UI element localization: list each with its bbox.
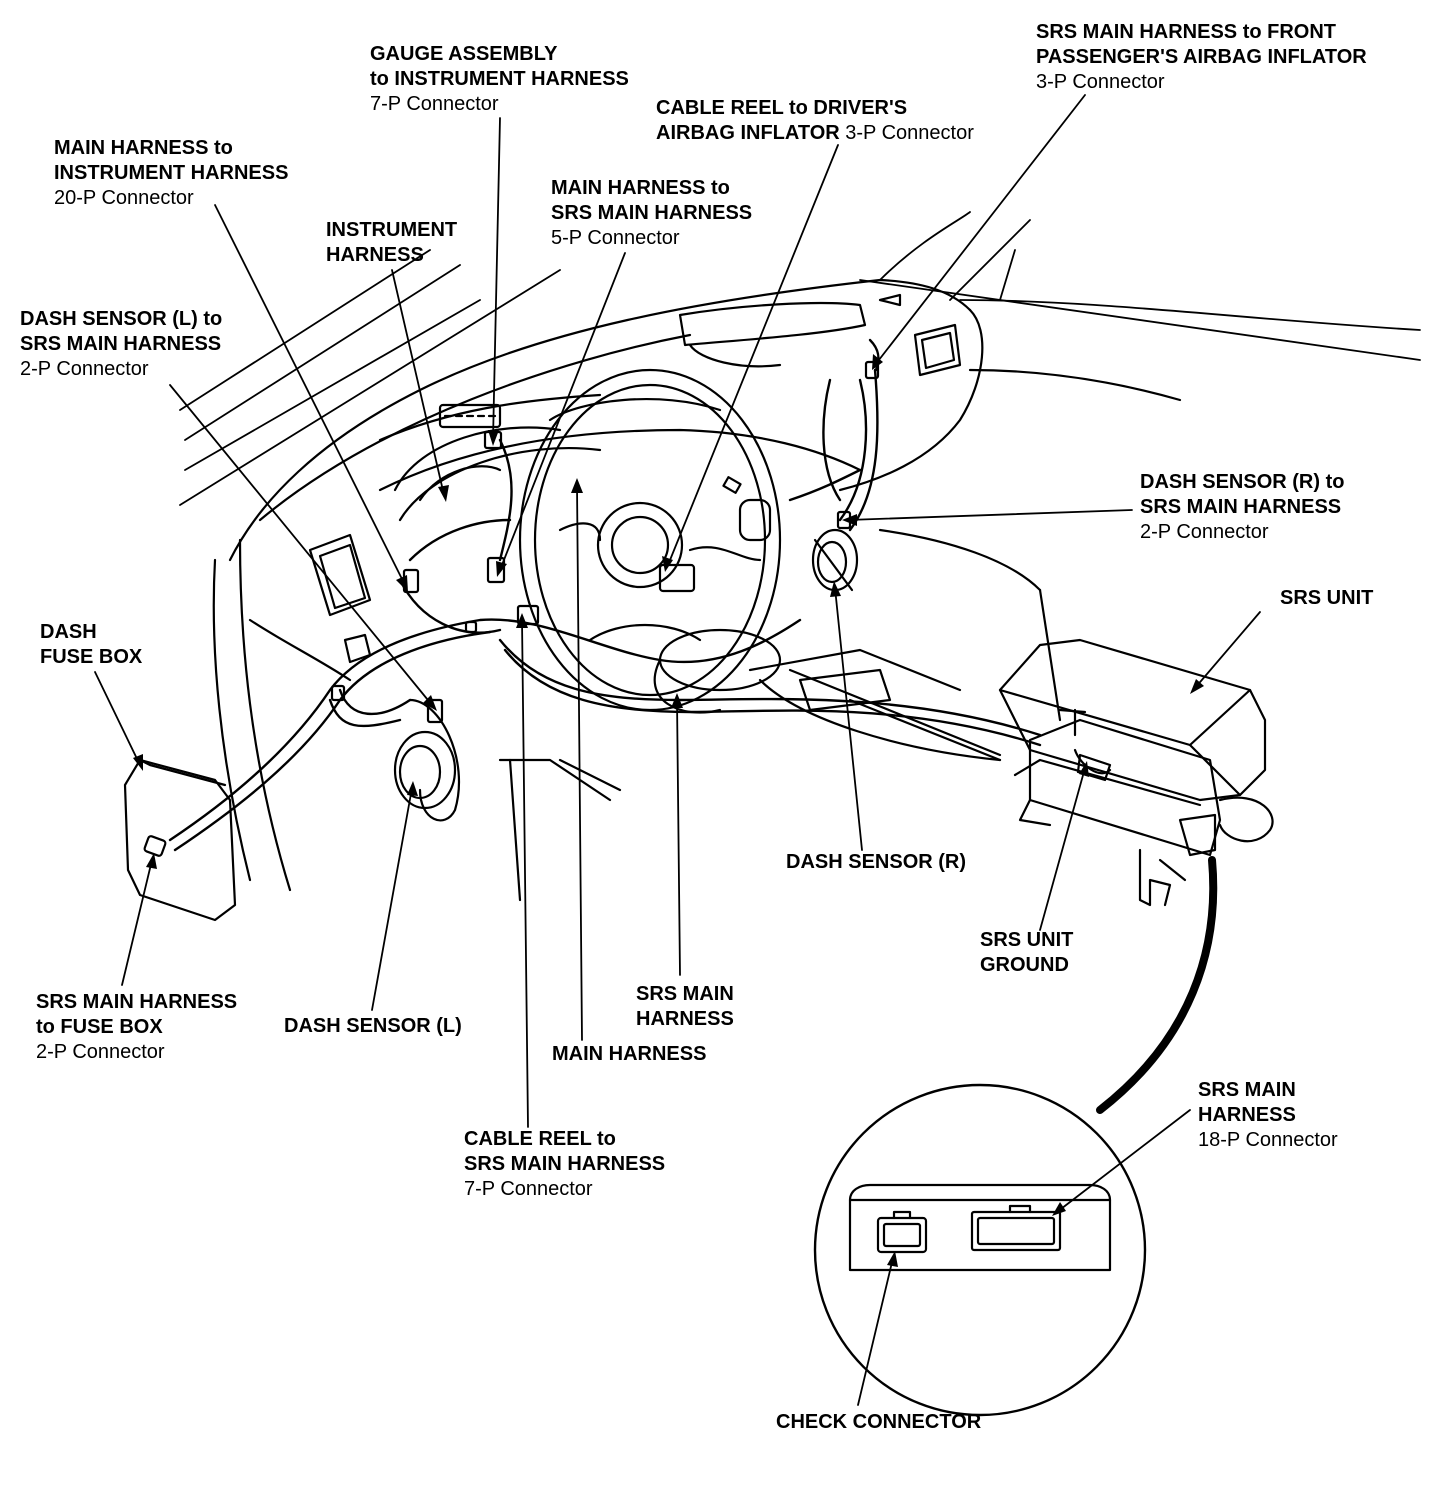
label-line: MAIN HARNESS to	[54, 137, 233, 159]
label-line: SRS MAIN	[1198, 1079, 1296, 1101]
label-dash-sensor-l-connector: DASH SENSOR (L) to SRS MAIN HARNESS 2-P …	[20, 307, 222, 382]
dash-fuse-box	[123, 758, 237, 922]
windshield-lines	[179, 211, 1421, 506]
label-srs-18p-connector: SRS MAIN HARNESS 18-P Connector	[1198, 1078, 1338, 1153]
label-instrument-harness: INSTRUMENT HARNESS	[326, 218, 457, 268]
label-line: to INSTRUMENT HARNESS	[370, 68, 629, 90]
label-line: SRS MAIN HARNESS to FRONT	[1036, 21, 1336, 43]
label-srs-to-fuse-box-connector: SRS MAIN HARNESS to FUSE BOX 2-P Connect…	[36, 990, 237, 1065]
label-line: MAIN HARNESS to	[551, 177, 730, 199]
label-line: SRS MAIN HARNESS	[1140, 496, 1342, 518]
label-line: DASH SENSOR (L) to	[20, 308, 223, 330]
right-vent	[878, 293, 962, 377]
left-vent	[308, 533, 372, 664]
label-line: GROUND	[980, 954, 1069, 976]
connectors	[330, 360, 880, 724]
label-line: SRS UNIT	[980, 929, 1074, 951]
dash-sensor-r	[811, 528, 859, 592]
label-line: PASSENGER'S AIRBAG INFLATOR	[1036, 46, 1367, 68]
label-srs-unit: SRS UNIT	[1280, 586, 1373, 611]
dash-sensor-l	[393, 698, 460, 822]
label-line: HARNESS	[326, 244, 424, 266]
harness-run	[168, 338, 1042, 852]
arrowheads	[133, 354, 1204, 1267]
label-cable-reel-srs-connector: CABLE REEL to SRS MAIN HARNESS 7-P Conne…	[464, 1127, 665, 1202]
label-front-passenger-connector: SRS MAIN HARNESS to FRONT PASSENGER'S AI…	[1036, 20, 1367, 95]
label-line: GAUGE ASSEMBLY	[370, 43, 558, 65]
passenger-airbag-lid	[678, 301, 867, 368]
label-line: HARNESS	[1198, 1104, 1296, 1126]
label-part: AIRBAG INFLATOR	[656, 122, 840, 144]
label-dash-sensor-l: DASH SENSOR (L)	[284, 1014, 462, 1039]
label-cable-reel-driver-connector: CABLE REEL to DRIVER'S AIRBAG INFLATOR 3…	[656, 96, 974, 146]
label-main-harness: MAIN HARNESS	[552, 1042, 706, 1067]
label-gauge-assembly-connector: GAUGE ASSEMBLY to INSTRUMENT HARNESS 7-P…	[370, 42, 629, 117]
label-line: SRS MAIN HARNESS	[551, 202, 753, 224]
label-line: SRS UNIT	[1280, 587, 1374, 609]
label-check-connector: CHECK CONNECTOR	[776, 1410, 981, 1435]
label-line: INSTRUMENT	[326, 219, 458, 241]
label-line: to FUSE BOX	[36, 1016, 163, 1038]
steering-wheel	[518, 368, 782, 712]
label-srs-main-harness: SRS MAIN HARNESS	[636, 982, 734, 1032]
detail-inset	[813, 1083, 1147, 1417]
label-line: SRS MAIN HARNESS	[464, 1153, 666, 1175]
label-line: SRS MAIN	[636, 983, 734, 1005]
label-line: CABLE REEL to DRIVER'S	[656, 97, 908, 119]
label-line: SRS MAIN HARNESS	[20, 333, 222, 355]
label-line: INSTRUMENT HARNESS	[54, 162, 289, 184]
steering-column	[653, 628, 1002, 762]
dashboard-outline	[212, 278, 1182, 902]
label-line: 5-P Connector	[551, 227, 680, 249]
label-line: 7-P Connector	[464, 1178, 593, 1200]
label-line: 20-P Connector	[54, 187, 194, 209]
label-line: DASH	[40, 621, 97, 643]
label-line: FUSE BOX	[40, 646, 143, 668]
label-line: HARNESS	[636, 1008, 734, 1030]
label-line: DASH SENSOR (R) to	[1140, 471, 1345, 493]
label-line: 2-P Connector	[1140, 521, 1269, 543]
srs-unit-body	[998, 638, 1274, 907]
label-dash-fuse-box: DASH FUSE BOX	[40, 620, 142, 670]
leader-lines	[94, 94, 1261, 1406]
label-line: 2-P Connector	[36, 1041, 165, 1063]
label-line: MAIN HARNESS	[552, 1043, 707, 1065]
label-main-to-instrument-connector: MAIN HARNESS to INSTRUMENT HARNESS 20-P …	[54, 136, 288, 211]
label-line: 18-P Connector	[1198, 1129, 1338, 1151]
label-main-to-srs-connector: MAIN HARNESS to SRS MAIN HARNESS 5-P Con…	[551, 176, 752, 251]
label-part: 3-P Connector	[845, 122, 974, 144]
label-dash-sensor-r: DASH SENSOR (R)	[786, 850, 966, 875]
instrument-cluster	[393, 403, 602, 522]
label-line: DASH SENSOR (R)	[786, 851, 967, 873]
label-line: AIRBAG INFLATOR 3-P Connector	[656, 121, 974, 146]
harness-to-inset	[1096, 856, 1218, 1114]
label-line: CHECK CONNECTOR	[776, 1411, 982, 1433]
label-line: 3-P Connector	[1036, 71, 1165, 93]
label-line: CABLE REEL to	[464, 1128, 616, 1150]
label-line: SRS MAIN HARNESS	[36, 991, 238, 1013]
label-dash-sensor-r-connector: DASH SENSOR (R) to SRS MAIN HARNESS 2-P …	[1140, 470, 1344, 545]
label-srs-unit-ground: SRS UNIT GROUND	[980, 928, 1073, 978]
label-line: 7-P Connector	[370, 93, 499, 115]
label-line: 2-P Connector	[20, 358, 149, 380]
label-line: DASH SENSOR (L)	[284, 1015, 462, 1037]
